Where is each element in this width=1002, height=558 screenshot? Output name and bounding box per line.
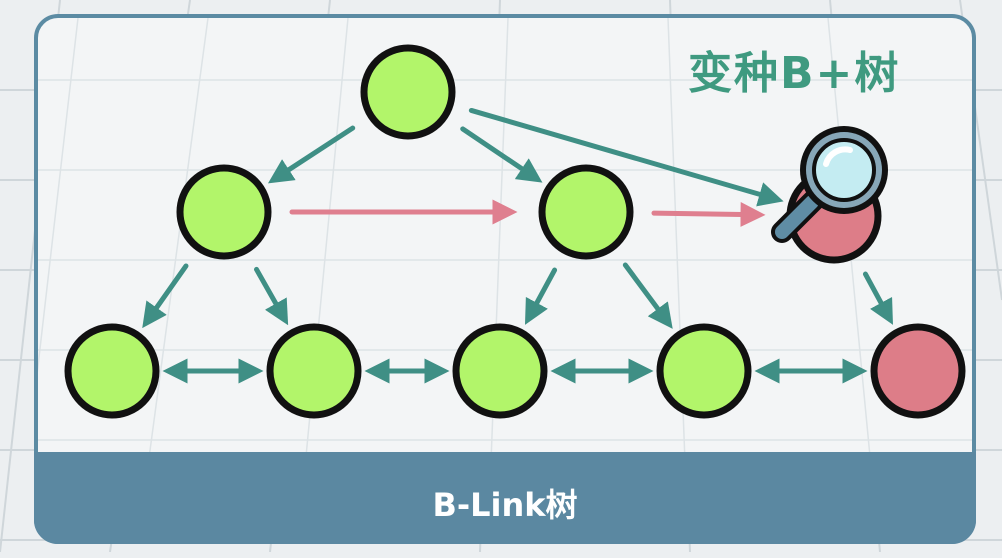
icon-layer [771,126,888,243]
edge-child-mid-left-to-leaf-2 [254,266,289,326]
diagram-title: 变种B+树 [688,48,901,99]
node-leaf-5 [870,323,966,419]
edge-right-link-mid-center-to-mid-right [651,201,766,227]
edge-child-root-to-mid-center [460,126,543,183]
node-mid-left [176,164,272,260]
footer-caption: B-Link树 [432,486,578,524]
edge-child-root-to-mid-right [468,107,784,207]
edges-layer [142,107,893,384]
node-leaf-1 [64,323,160,419]
footer-bar [34,452,976,544]
magnifier-icon [771,126,888,243]
edge-child-mid-center-to-leaf-4 [622,262,673,329]
nodes-layer [64,44,966,419]
node-leaf-2 [266,323,362,419]
edge-child-mid-left-to-leaf-1 [142,263,189,329]
edge-child-root-to-mid-left [267,125,356,184]
edge-child-mid-center-to-leaf-3 [524,267,558,325]
node-leaf-3 [452,323,548,419]
node-leaf-4 [656,323,752,419]
node-root [360,44,456,140]
edge-child-mid-right-to-leaf-5 [862,271,893,325]
node-mid-center [538,164,634,260]
